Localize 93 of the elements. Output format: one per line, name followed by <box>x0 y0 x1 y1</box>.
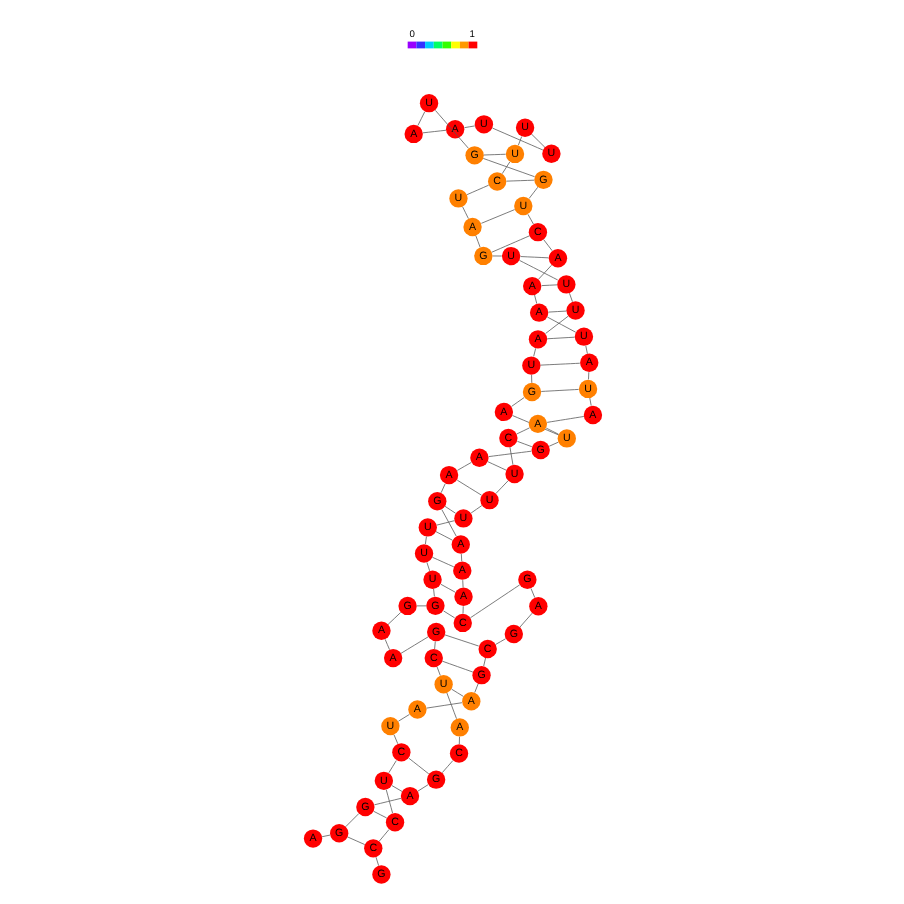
connector <box>584 345 587 355</box>
connector <box>439 583 455 593</box>
connector <box>372 811 386 819</box>
connector <box>540 284 557 286</box>
connector <box>505 179 534 182</box>
connector <box>459 553 462 562</box>
connector <box>346 836 365 845</box>
connector <box>526 213 533 225</box>
connector <box>434 531 452 541</box>
connector <box>445 692 456 720</box>
connector <box>415 605 426 607</box>
connector <box>544 427 558 435</box>
connector <box>547 441 558 447</box>
connector <box>455 479 481 496</box>
connector <box>432 588 434 597</box>
connector <box>320 834 330 838</box>
connector <box>517 136 522 146</box>
connector <box>443 505 456 514</box>
connector <box>469 505 482 514</box>
connector <box>435 520 454 526</box>
connector <box>480 209 514 224</box>
connector <box>494 638 505 645</box>
connector <box>373 797 401 806</box>
connector <box>510 397 524 407</box>
connector <box>516 440 532 448</box>
connector <box>439 483 445 494</box>
connector <box>416 784 428 792</box>
connector <box>387 760 396 774</box>
connector <box>539 389 578 392</box>
connector <box>423 536 426 545</box>
connector <box>450 688 463 697</box>
connector <box>490 235 529 253</box>
connector <box>515 427 529 435</box>
connector <box>508 446 513 466</box>
connector <box>530 374 532 384</box>
connector <box>587 371 589 380</box>
connector <box>491 127 543 151</box>
connector <box>542 239 552 252</box>
connector <box>425 702 462 709</box>
connector <box>529 588 535 598</box>
connector <box>486 461 506 471</box>
connector <box>461 605 463 614</box>
connector <box>545 336 575 340</box>
connector <box>384 789 392 814</box>
connector <box>465 184 488 196</box>
connector <box>392 734 398 745</box>
connector <box>440 760 453 774</box>
connector <box>547 310 566 313</box>
connector <box>407 757 429 775</box>
connector <box>386 612 401 625</box>
connector <box>494 480 508 494</box>
connector <box>463 125 475 129</box>
connector <box>390 785 402 792</box>
connector <box>461 579 463 588</box>
connector <box>568 292 572 303</box>
connector <box>374 856 379 867</box>
connector <box>474 235 480 248</box>
connector <box>461 206 468 219</box>
connector <box>545 416 584 423</box>
connector <box>588 397 591 407</box>
connector <box>482 657 485 667</box>
connector <box>518 260 558 281</box>
connector <box>545 316 576 333</box>
connector <box>532 348 536 357</box>
connector <box>396 714 409 722</box>
connector <box>433 641 435 650</box>
connector <box>425 562 430 572</box>
connector <box>533 294 537 305</box>
connector <box>487 450 531 457</box>
connector <box>518 612 532 628</box>
connector <box>456 462 471 471</box>
connector <box>442 610 455 619</box>
connector <box>500 161 510 175</box>
connector <box>519 256 548 259</box>
connector <box>431 556 454 568</box>
connector <box>443 634 479 647</box>
connector <box>473 683 478 693</box>
connector <box>421 129 446 134</box>
connector <box>537 264 551 280</box>
connector <box>435 666 440 676</box>
connector <box>481 158 534 178</box>
connector <box>441 660 473 673</box>
connector <box>377 829 389 842</box>
connector <box>457 736 459 745</box>
connector <box>383 639 389 650</box>
connector <box>544 315 568 334</box>
connector <box>469 584 520 619</box>
connector <box>539 362 580 366</box>
connector <box>482 153 505 156</box>
connector <box>527 186 538 199</box>
connector <box>416 111 425 126</box>
connector <box>440 509 456 537</box>
connector <box>399 636 428 654</box>
